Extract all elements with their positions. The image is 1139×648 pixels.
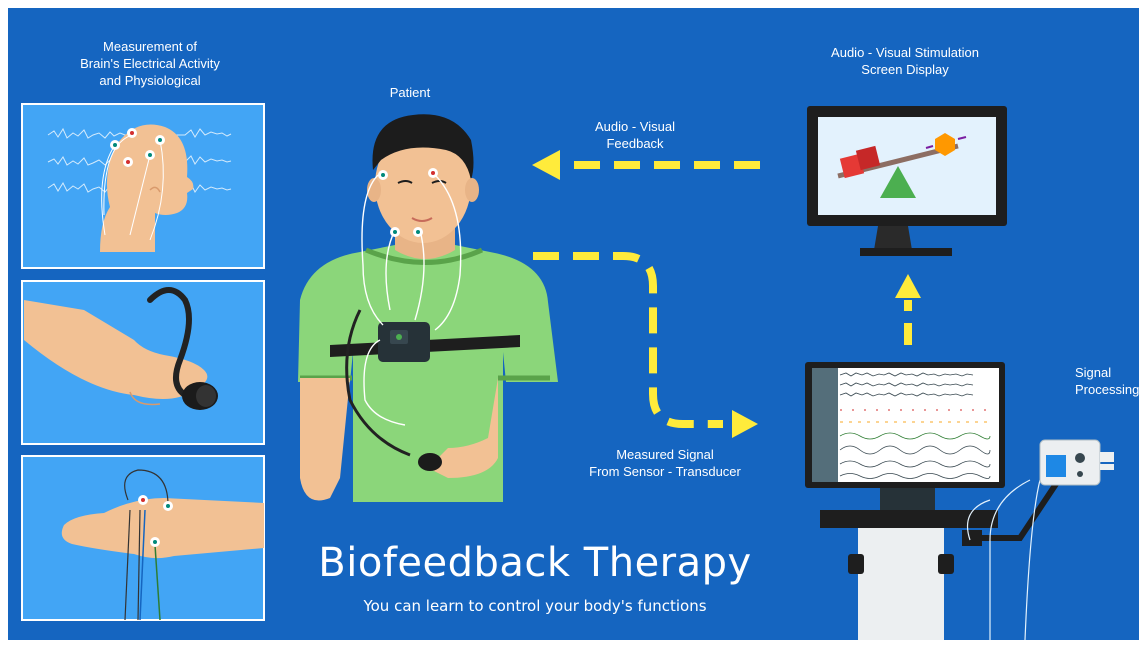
av-screen-line-2: Screen Display: [861, 62, 949, 77]
av-screen-label: Audio - Visual Stimulation Screen Displa…: [800, 44, 1010, 78]
measurement-line-2: Brain's Electrical Activity: [80, 56, 220, 71]
stimulation-monitor: [807, 106, 1007, 256]
av-feedback-line-1: Audio - Visual: [595, 119, 675, 134]
signal-processing-line-2: Processing: [1075, 382, 1139, 397]
signal-processing-label: Signal Processing: [1075, 364, 1139, 398]
signal-processing-line-1: Signal: [1075, 365, 1112, 380]
measured-signal-label: Measured Signal From Sensor - Transducer: [580, 446, 750, 480]
eeg-head-panel: [21, 103, 265, 269]
processing-to-display-arrow: [895, 274, 921, 345]
measured-signal-arrow: [533, 252, 758, 438]
patient-label-text: Patient: [389, 85, 431, 100]
measurement-line-1: Measurement of: [103, 39, 197, 54]
av-screen-line-1: Audio - Visual Stimulation: [831, 45, 979, 60]
signal-workstation: [805, 362, 1114, 641]
measurement-label: Measurement of Brain's Electrical Activi…: [40, 38, 260, 89]
measured-signal-line-1: Measured Signal: [616, 447, 714, 462]
hand-electrodes-panel: [21, 455, 265, 621]
feedback-arrow: [532, 150, 760, 180]
patient-figure: [298, 114, 558, 502]
measurement-line-3: and Physiological: [99, 73, 201, 88]
av-feedback-line-2: Feedback: [606, 136, 664, 151]
page-title: Biofeedback Therapy: [318, 540, 752, 586]
page-subtitle: You can learn to control your body's fun…: [363, 597, 707, 615]
finger-sensor-panel: [21, 280, 265, 445]
measured-signal-line-2: From Sensor - Transducer: [589, 464, 741, 479]
patient-label: Patient: [360, 84, 460, 101]
av-feedback-label: Audio - Visual Feedback: [565, 118, 705, 152]
